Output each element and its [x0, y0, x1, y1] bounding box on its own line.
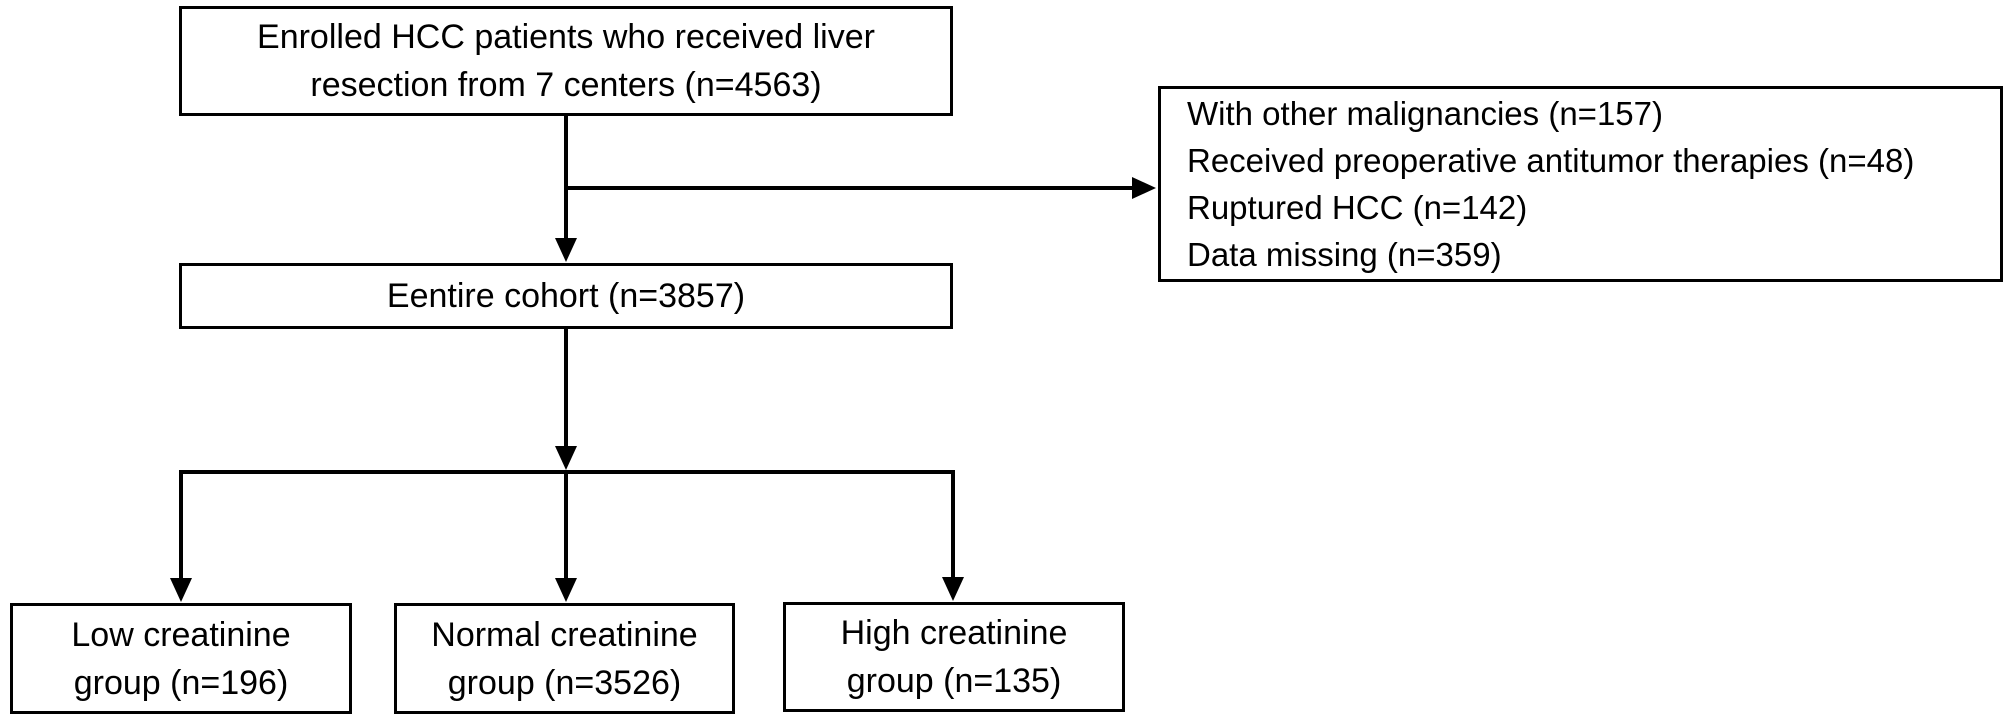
enrolled-box-line1: Enrolled HCC patients who received liver [257, 18, 875, 56]
entire-cohort-box: Eentire cohort (n=3857) [179, 263, 953, 329]
connector-enrolled-to-cohort [555, 116, 577, 262]
arrowhead-down-icon [170, 578, 192, 602]
high-creatinine-line1: High creatinine [840, 614, 1068, 652]
exclusion-item-ruptured-hcc: Ruptured HCC (n=142) [1187, 189, 1528, 226]
normal-creatinine-line2: group (n=3526) [447, 663, 682, 702]
connector-to-exclusions [566, 177, 1156, 199]
connector-branch-to-high [942, 470, 964, 601]
connector-branch-to-low [170, 470, 192, 602]
normal-creatinine-line1: Normal creatinine [431, 615, 698, 654]
arrowhead-down-icon [555, 238, 577, 262]
arrowhead-down-icon [555, 446, 577, 470]
exclusions-box: With other malignancies (n=157) Received… [1158, 86, 2003, 282]
connector-cohort-to-branch [555, 329, 577, 470]
connector-branch-to-normal [555, 472, 577, 602]
exclusion-item-other-malignancies: With other malignancies (n=157) [1187, 95, 1663, 132]
exclusion-item-preoperative-therapies: Received preoperative antitumor therapie… [1187, 142, 1915, 179]
enrolled-box: Enrolled HCC patients who received liver… [179, 6, 953, 116]
exclusion-item-data-missing: Data missing (n=359) [1187, 236, 1502, 273]
low-creatinine-line1: Low creatinine [71, 615, 291, 654]
arrowhead-right-icon [1132, 177, 1156, 199]
low-creatinine-box: Low creatinine group (n=196) [10, 603, 352, 714]
normal-creatinine-box: Normal creatinine group (n=3526) [394, 603, 735, 714]
arrowhead-down-icon [555, 578, 577, 602]
low-creatinine-line2: group (n=196) [73, 663, 289, 702]
arrowhead-down-icon [942, 577, 964, 601]
entire-cohort-label: Eentire cohort (n=3857) [386, 277, 746, 315]
high-creatinine-line2: group (n=135) [846, 662, 1062, 700]
enrolled-box-line2: resection from 7 centers (n=4563) [310, 66, 822, 104]
high-creatinine-box: High creatinine group (n=135) [783, 602, 1125, 712]
